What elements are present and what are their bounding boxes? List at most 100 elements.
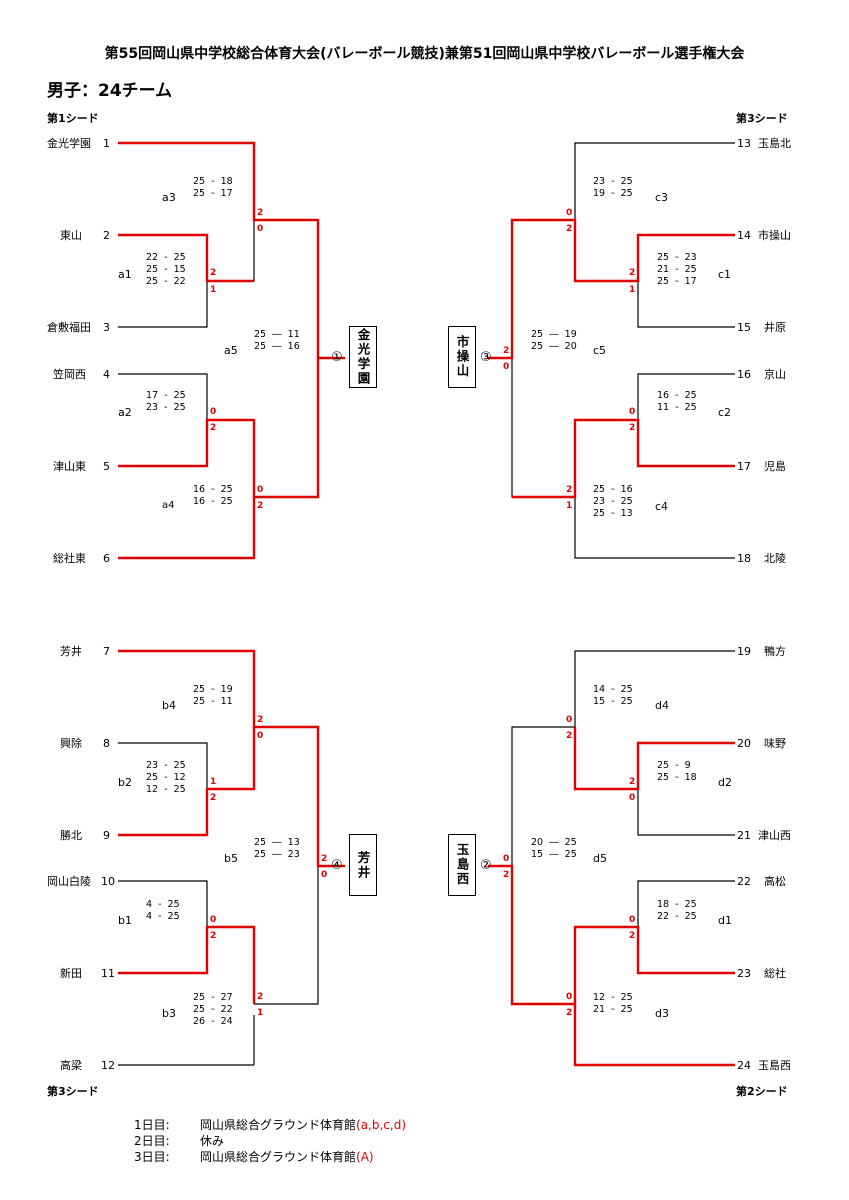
match-code-c1: c1 — [718, 268, 732, 281]
score-c2: 16 ‐ 25 11 ‐ 25 — [657, 390, 697, 413]
team-name-20: 味野 — [764, 737, 786, 750]
team-no-8: 8 — [103, 737, 110, 750]
team-no-4: 4 — [103, 368, 110, 381]
setcount-b2-bottom: 2 — [210, 793, 217, 803]
match-code-c2: c2 — [718, 406, 732, 419]
setcount-d2-top: 2 — [629, 777, 636, 787]
setcount-d4-bottom: 2 — [566, 731, 573, 741]
match-code-a3: a3 — [162, 191, 176, 204]
match-code-b4: b4 — [162, 699, 176, 712]
setcount-d2-bottom: 0 — [629, 793, 636, 803]
score-b3: 25 ‐ 27 25 ‐ 22 26 ‐ 24 — [193, 992, 233, 1027]
schedule-note-3: (A) — [356, 1150, 374, 1164]
setcount-c3-bottom: 2 — [566, 224, 573, 234]
setcount-c2-bottom: 2 — [629, 423, 636, 433]
winner-name-b: 芳井 — [355, 850, 371, 880]
setcount-a4-bottom: 2 — [257, 501, 264, 511]
match-code-a5: a5 — [224, 344, 238, 357]
winner-box-b: 芳井 — [349, 834, 377, 896]
schedule-venue-3: 岡山県総合グラウンド体育館(A) — [200, 1149, 374, 1165]
match-code-d3: d3 — [655, 1007, 669, 1020]
match-code-d4: d4 — [655, 699, 669, 712]
setcount-b3-bottom: 1 — [257, 1008, 264, 1018]
team-name-22: 高松 — [764, 875, 786, 888]
schedule-venue-text-1: 岡山県総合グラウンド体育館 — [200, 1118, 357, 1132]
schedule-venue-text-3: 岡山県総合グラウンド体育館 — [200, 1150, 357, 1164]
team-no-19: 19 — [737, 645, 751, 658]
schedule-venue-2: 休み — [200, 1133, 224, 1149]
schedule-day-1: 1日目: — [134, 1118, 170, 1132]
team-no-11: 11 — [101, 967, 115, 980]
score-b2: 23 ‐ 25 25 ‐ 12 12 ‐ 25 — [146, 760, 186, 795]
score-a2: 17 ‐ 25 23 ‐ 25 — [146, 390, 186, 413]
score-d3: 12 ‐ 25 21 ‐ 25 — [593, 992, 633, 1015]
team-name-16: 京山 — [764, 368, 786, 381]
team-no-3: 3 — [103, 321, 110, 334]
team-name-3: 倉敷福田 — [47, 321, 91, 334]
team-name-14: 市操山 — [758, 229, 791, 242]
match-code-b2: b2 — [118, 776, 132, 789]
match-code-c4: c4 — [655, 500, 669, 513]
score-d4: 14 ‐ 25 15 ‐ 25 — [593, 684, 633, 707]
setcount-a2-top: 0 — [210, 407, 217, 417]
setcount-a4-top: 0 — [257, 485, 264, 495]
team-no-6: 6 — [103, 552, 110, 565]
final-mark-b: ④ — [331, 858, 343, 873]
score-b5: 25 ― 13 25 ― 23 — [254, 837, 300, 860]
team-name-24: 玉島西 — [758, 1059, 791, 1072]
score-c1: 25 ‐ 23 21 ‐ 25 25 ‐ 17 — [657, 252, 697, 287]
team-name-17: 児島 — [764, 460, 786, 473]
bracket-lines-winners — [118, 141, 735, 1067]
match-code-a1: a1 — [118, 268, 132, 281]
team-name-19: 鴨方 — [764, 645, 786, 658]
team-no-14: 14 — [737, 229, 751, 242]
match-code-d2: d2 — [718, 776, 732, 789]
final-mark-d: ② — [480, 858, 492, 873]
score-c5: 25 ― 19 25 ― 20 — [531, 329, 577, 352]
winner-name-d: 玉島西 — [454, 843, 470, 887]
setcount-b4-bottom: 0 — [257, 731, 264, 741]
team-name-15: 井原 — [764, 321, 786, 334]
team-name-1: 金光学園 — [47, 137, 91, 150]
match-code-a4: a4 — [162, 500, 175, 511]
team-no-15: 15 — [737, 321, 751, 334]
team-no-10: 10 — [101, 875, 115, 888]
setcount-c4-top: 2 — [566, 485, 573, 495]
setcount-d1-top: 0 — [629, 915, 636, 925]
team-name-6: 総社東 — [53, 552, 86, 565]
score-c3: 23 ‐ 25 19 ‐ 25 — [593, 176, 633, 199]
setcount-b3-top: 2 — [257, 992, 264, 1002]
score-d5: 20 ― 25 15 ― 25 — [531, 837, 577, 860]
setcount-b1-bottom: 2 — [210, 931, 217, 941]
setcount-a2-bottom: 2 — [210, 423, 217, 433]
team-name-4: 笠岡西 — [53, 368, 86, 381]
setcount-b2-top: 1 — [210, 777, 217, 787]
winner-name-a: 金光学園 — [355, 328, 371, 386]
team-no-2: 2 — [103, 229, 110, 242]
match-code-d1: d1 — [718, 914, 732, 927]
winner-box-c: 市操山 — [448, 326, 476, 388]
match-code-c3: c3 — [655, 191, 669, 204]
team-no-21: 21 — [737, 829, 751, 842]
setcount-a3-top: 2 — [257, 208, 264, 218]
team-name-11: 新田 — [60, 967, 82, 980]
setcount-c1-bottom: 1 — [629, 285, 636, 295]
setcount-d5-top: 0 — [503, 854, 510, 864]
final-mark-a: ① — [331, 350, 343, 365]
score-b1: 4 ‐ 25 4 ‐ 25 — [146, 899, 180, 922]
score-d2: 25 ‐ 9 25 ‐ 18 — [657, 760, 697, 783]
setcount-a1-bottom: 1 — [210, 285, 217, 295]
winner-box-d: 玉島西 — [448, 834, 476, 896]
team-name-7: 芳井 — [60, 645, 82, 658]
setcount-d3-bottom: 2 — [566, 1008, 573, 1018]
score-a1: 22 ‐ 25 25 ‐ 15 25 ‐ 22 — [146, 252, 186, 287]
schedule-venue-text-2: 休み — [200, 1134, 225, 1148]
team-name-21: 津山西 — [758, 829, 791, 842]
team-name-9: 勝北 — [60, 829, 82, 842]
setcount-b5-top: 2 — [321, 854, 328, 864]
score-d1: 18 ‐ 25 22 ‐ 25 — [657, 899, 697, 922]
setcount-d4-top: 0 — [566, 715, 573, 725]
team-name-13: 玉島北 — [758, 137, 791, 150]
setcount-b1-top: 0 — [210, 915, 217, 925]
